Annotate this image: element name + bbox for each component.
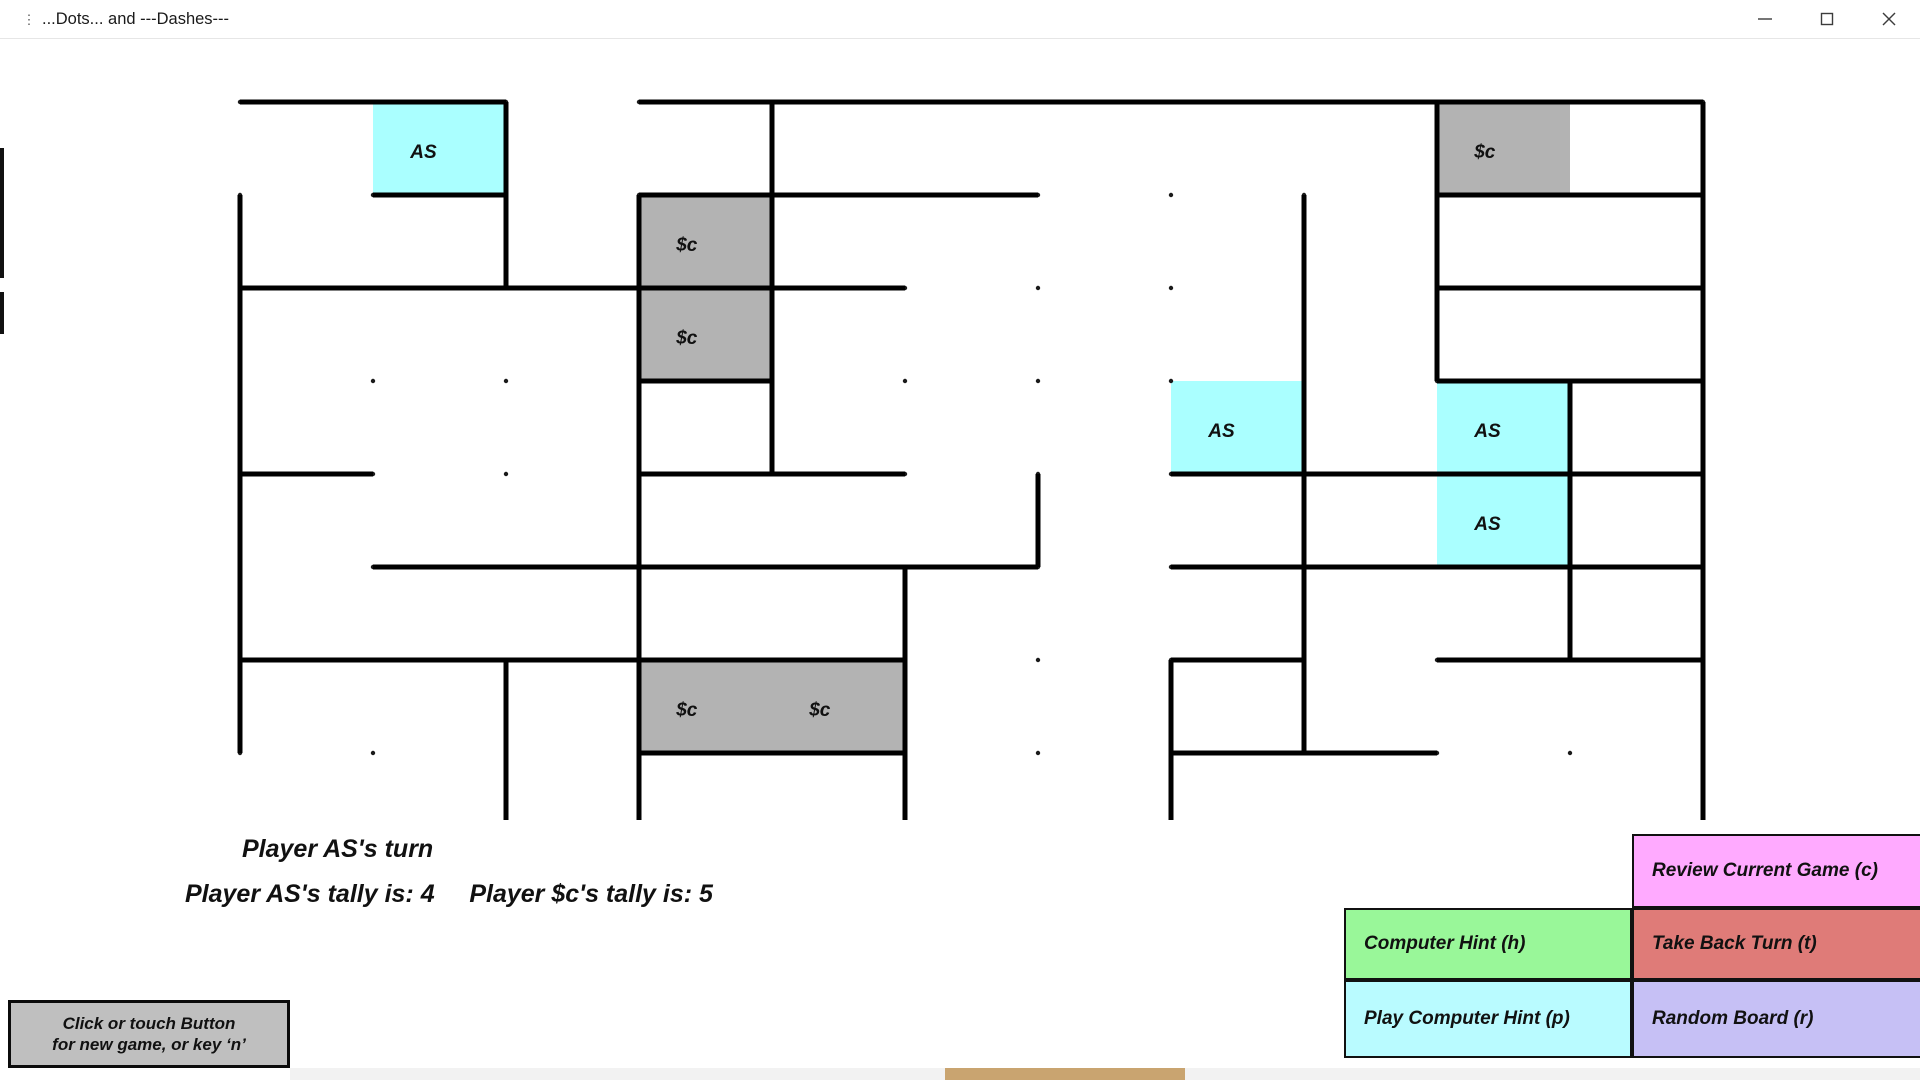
title-bar: ⋮ ...Dots... and ---Dashes--- xyxy=(0,0,1920,39)
box-owner-label: $c xyxy=(675,700,698,721)
claimed-box-sc xyxy=(639,660,772,753)
window-title: ...Dots... and ---Dashes--- xyxy=(42,9,230,28)
new-game-button[interactable]: Click or touch Button for new game, or k… xyxy=(8,1000,290,1068)
new-game-line-2: for new game, or key ‘n’ xyxy=(52,1035,246,1054)
box-owner-label: $c xyxy=(1473,142,1496,163)
claimed-box-AS xyxy=(1437,381,1570,474)
play-computer-hint-button[interactable]: Play Computer Hint (p) xyxy=(1344,980,1632,1058)
box-owner-label: AS xyxy=(409,142,437,163)
lattice-dot xyxy=(1168,378,1174,384)
take-back-turn-button[interactable]: Take Back Turn (t) xyxy=(1632,908,1920,980)
left-edge-artifact-bottom xyxy=(0,292,4,334)
lattice-dot xyxy=(503,471,509,477)
lattice-dot xyxy=(1035,378,1041,384)
box-owner-label: AS xyxy=(1473,514,1501,535)
new-game-line-1: Click or touch Button xyxy=(62,1013,236,1033)
box-owner-label: AS xyxy=(1207,421,1235,442)
play-computer-hint-label: Play Computer Hint (p) xyxy=(1364,1008,1570,1029)
review-current-game-button[interactable]: Review Current Game (c) xyxy=(1632,834,1920,908)
turn-indicator: Player AS's turn xyxy=(242,835,434,863)
lattice-dot xyxy=(1035,750,1041,756)
tally-line: Player AS's tally is: 4 Player $c's tall… xyxy=(185,880,713,908)
random-board-button[interactable]: Random Board (r) xyxy=(1632,980,1920,1058)
bottom-strip-highlight xyxy=(945,1068,1185,1080)
claimed-box-sc xyxy=(1437,102,1570,195)
box-owner-label: AS xyxy=(1473,421,1501,442)
lattice-dot xyxy=(370,750,376,756)
lattice-dot xyxy=(370,378,376,384)
claimed-box-sc xyxy=(639,288,772,381)
lattice-dot xyxy=(1035,285,1041,291)
claimed-box-sc xyxy=(772,660,905,753)
review-current-game-label: Review Current Game (c) xyxy=(1652,860,1878,881)
lattice-dot xyxy=(1035,657,1041,663)
lattice-dot xyxy=(503,378,509,384)
kebab-menu-icon[interactable]: ⋮ xyxy=(22,11,36,27)
lattice-dot xyxy=(1567,750,1573,756)
claimed-box-AS xyxy=(1171,381,1304,474)
window-controls xyxy=(1734,0,1920,38)
maximize-icon[interactable] xyxy=(1796,0,1858,38)
claimed-box-AS xyxy=(1437,474,1570,567)
close-icon[interactable] xyxy=(1858,0,1920,38)
box-owner-label: $c xyxy=(675,235,698,256)
claimed-box-AS xyxy=(373,102,506,195)
claimed-box-sc xyxy=(639,195,772,288)
box-owner-label: $c xyxy=(808,700,831,721)
computer-hint-label: Computer Hint (h) xyxy=(1364,933,1526,954)
left-edge-artifact-top xyxy=(0,148,4,278)
take-back-turn-label: Take Back Turn (t) xyxy=(1652,933,1817,954)
box-owner-label: $c xyxy=(675,328,698,349)
lattice-dot xyxy=(902,378,908,384)
lattice-dot xyxy=(1168,285,1174,291)
status-area: Player AS's turn Player AS's tally is: 4… xyxy=(0,835,1000,909)
lattice-dot xyxy=(1168,192,1174,198)
random-board-label: Random Board (r) xyxy=(1652,1008,1814,1029)
minimize-icon[interactable] xyxy=(1734,0,1796,38)
computer-hint-button[interactable]: Computer Hint (h) xyxy=(1344,908,1632,980)
